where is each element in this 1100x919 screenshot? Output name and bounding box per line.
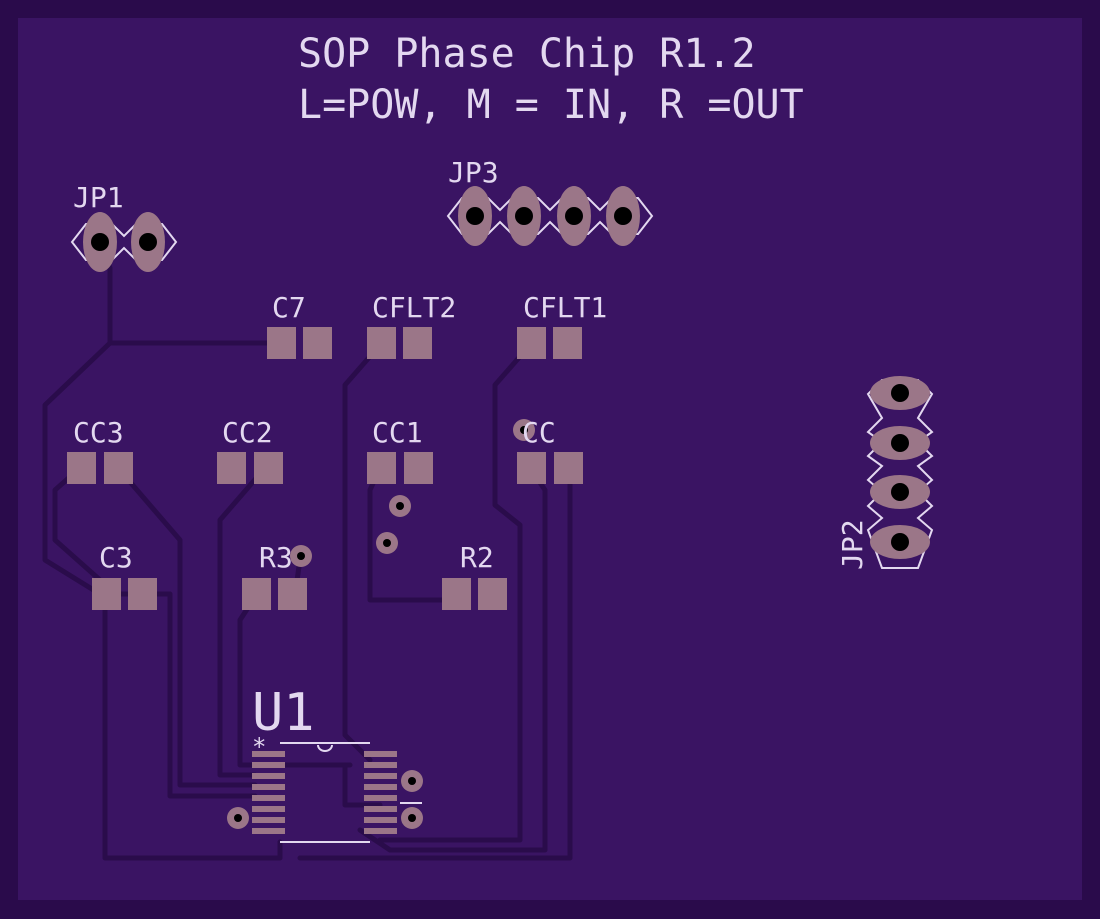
cflt2-label: CFLT2 — [372, 291, 456, 324]
jp3-header[interactable] — [446, 186, 654, 246]
cc3-label: CC3 — [73, 416, 124, 449]
c7-pad-1 — [267, 327, 296, 359]
copper-traces — [42, 238, 573, 861]
r3-pad-2 — [278, 578, 307, 610]
title-line-2: L=POW, M = IN, R =OUT — [298, 82, 804, 128]
r2-pad-1 — [442, 578, 471, 610]
cc3-pad-1 — [67, 452, 96, 484]
cc2-pad-2 — [254, 452, 283, 484]
title-line-1: SOP Phase Chip R1.2 — [298, 31, 756, 77]
c3-pad-1 — [92, 578, 121, 610]
r2-label: R2 — [460, 541, 494, 574]
r3-label: R3 — [259, 541, 293, 574]
c7-label: C7 — [272, 291, 306, 324]
smd-pads — [67, 327, 583, 610]
u1-footprint — [252, 742, 422, 843]
jp3-label: JP3 — [448, 156, 499, 189]
c7-pad-2 — [303, 327, 332, 359]
jp1-header[interactable] — [70, 212, 178, 272]
cc2-pad-1 — [217, 452, 246, 484]
cflt1-pad-1 — [517, 327, 546, 359]
r2-pad-2 — [478, 578, 507, 610]
u1-label: U1 — [252, 683, 315, 743]
vias — [227, 419, 535, 829]
cc-label: CC — [522, 416, 556, 449]
cc1-pad-1 — [367, 452, 396, 484]
cc-pad-1 — [517, 452, 546, 484]
c3-pad-2 — [128, 578, 157, 610]
cc1-pad-2 — [404, 452, 433, 484]
jp2-label: JP2 — [836, 519, 869, 570]
cflt2-pad-2 — [403, 327, 432, 359]
c3-label: C3 — [99, 541, 133, 574]
jp1-label: JP1 — [73, 181, 124, 214]
cflt1-pad-2 — [553, 327, 582, 359]
cc3-pad-2 — [104, 452, 133, 484]
cflt2-pad-1 — [367, 327, 396, 359]
jp2-header[interactable] — [866, 376, 934, 569]
cc-pad-2 — [554, 452, 583, 484]
cflt1-label: CFLT1 — [523, 291, 607, 324]
r3-pad-1 — [242, 578, 271, 610]
cc1-label: CC1 — [372, 416, 423, 449]
u1-pin1-marker: * — [252, 733, 266, 761]
cc2-label: CC2 — [222, 416, 273, 449]
